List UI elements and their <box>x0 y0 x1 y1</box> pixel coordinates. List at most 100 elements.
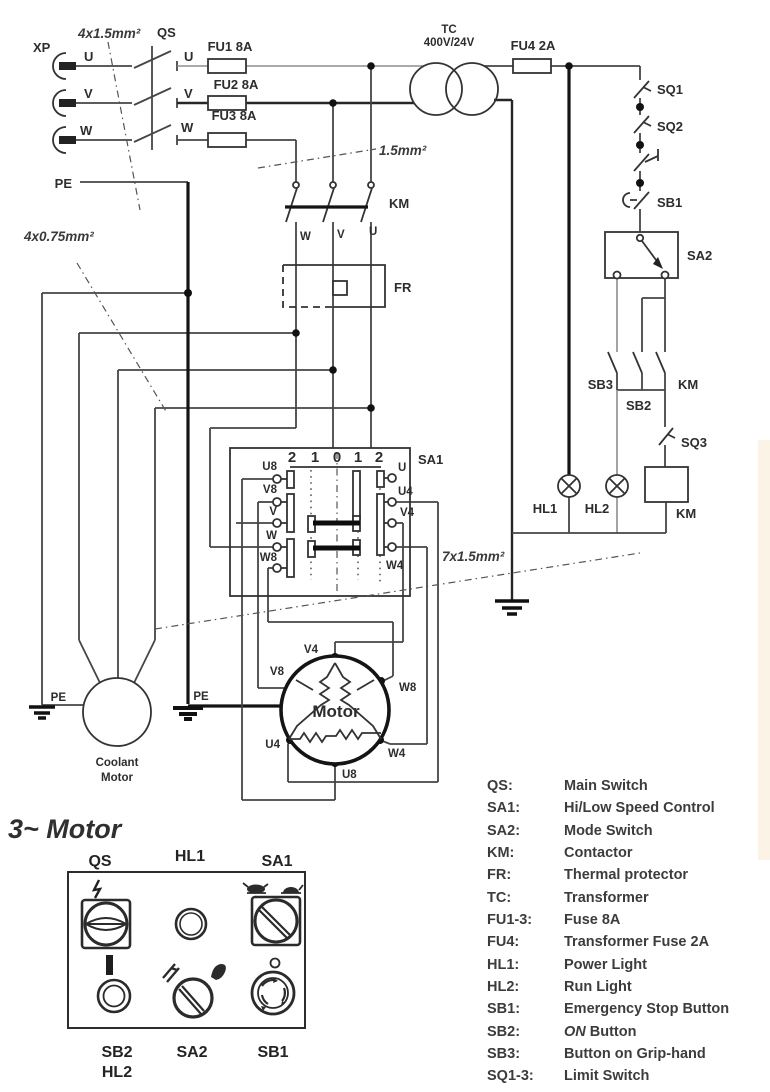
motor-term-u4: U4 <box>265 739 280 751</box>
panel-label-sa2: SA2 <box>176 1044 207 1061</box>
motor-term-u8: U8 <box>342 769 357 781</box>
label-qs: QS <box>157 25 176 40</box>
legend-desc: Limit Switch <box>564 1068 650 1085</box>
o-mark-icon <box>269 957 281 969</box>
motor-term-v4: V4 <box>304 644 319 656</box>
ground-control-icon <box>495 599 529 616</box>
km-phase-u: U <box>369 226 377 238</box>
legend-key: SA2: <box>487 822 521 839</box>
lamp-hl1 <box>557 474 581 498</box>
km-phase-w: W <box>300 231 311 243</box>
hand-icon <box>211 964 226 980</box>
rotate-arrows-icon <box>260 978 287 1005</box>
tortoise-icon <box>281 884 304 894</box>
legend-row: HL1:Power Light <box>487 954 767 976</box>
motor-name: Motor <box>312 702 360 721</box>
label-sq2: SQ2 <box>657 119 683 134</box>
label-sq3: SQ3 <box>681 435 707 450</box>
legend-key: HL2: <box>487 979 520 996</box>
lamp-hl2 <box>605 474 629 498</box>
panel-sa2-knob <box>162 963 226 1019</box>
sa1-pos-0: 0 <box>333 449 341 466</box>
label-u-fused: U <box>184 49 193 64</box>
junction-dots <box>184 62 644 767</box>
label-pe-motor: PE <box>193 691 209 703</box>
label-km-coil: KM <box>676 506 696 521</box>
label-hl1: HL1 <box>533 501 558 516</box>
transformer-tc <box>409 62 499 116</box>
main-motor-symbol <box>279 654 391 766</box>
panel-label-sb1: SB1 <box>257 1044 288 1061</box>
on-mark-icon <box>106 955 113 975</box>
legend-row: SB3:Button on Grip-hand <box>487 1043 767 1065</box>
label-tc-ratio: 400V/24V <box>424 37 475 49</box>
contactor-km-main <box>285 181 375 223</box>
label-pe-coolant: PE <box>51 692 67 704</box>
km-aux-contact <box>655 351 666 374</box>
coolant-motor-caption-2: Motor <box>101 772 133 784</box>
label-xp: XP <box>33 40 51 55</box>
legend-key: FU1-3: <box>487 912 533 929</box>
sa1-term-w8: W8 <box>260 552 278 564</box>
sa1-term-u4: U4 <box>398 486 413 498</box>
mode-switch-sa2 <box>604 231 679 280</box>
legend-row: FR:Thermal protector <box>487 864 767 886</box>
legend-row: SB2: ON Button <box>487 1021 767 1043</box>
cable-leaders <box>76 41 641 630</box>
section-title-motor: 3~ Motor <box>8 814 123 844</box>
panel-sb2-button <box>96 955 132 1014</box>
plug-u-icon <box>52 52 76 80</box>
legend-row: HL2: Run Light <box>487 976 767 998</box>
label-v-supply: V <box>84 86 93 101</box>
legend-key: SB2: <box>487 1023 521 1040</box>
label-sb3: SB3 <box>588 377 613 392</box>
sa1-term-v8: V8 <box>263 484 278 496</box>
legend-key: HL1: <box>487 956 520 973</box>
fuse-fu4 <box>512 58 552 74</box>
speed-switch-sa1 <box>229 447 411 597</box>
legend-desc: Hi/Low Speed Control <box>564 800 715 817</box>
sa1-pos-1r: 1 <box>354 449 362 466</box>
label-cable-4x075: 4x0.75mm² <box>23 229 94 244</box>
legend-row: FU4:Transformer Fuse 2A <box>487 931 767 953</box>
legend-desc: Transformer Fuse 2A <box>564 934 710 951</box>
legend-desc: Main Switch <box>564 778 648 794</box>
label-sb1: SB1 <box>657 195 682 210</box>
legend-desc: Run Light <box>564 979 632 996</box>
sa1-term-u8: U8 <box>262 461 277 473</box>
label-fu4: FU4 2A <box>511 38 556 53</box>
ground-coolant-icon <box>29 705 55 720</box>
panel-label-hl2: HL2 <box>102 1064 132 1081</box>
fuse-fu1 <box>207 58 247 74</box>
sa1-pos-2l: 2 <box>288 449 296 466</box>
panel-label-hl1: HL1 <box>175 848 205 865</box>
label-km-main: KM <box>389 196 409 211</box>
button-contact-sb2 <box>632 351 643 374</box>
panel-label-qs: QS <box>88 853 111 870</box>
wires <box>41 46 667 801</box>
panel-label-sa1: SA1 <box>261 853 292 870</box>
km-phase-v: V <box>337 229 345 241</box>
hare-icon <box>242 882 269 894</box>
label-pe-top: PE <box>55 176 73 191</box>
label-v-fused: V <box>184 86 193 101</box>
legend-key: SB1: <box>487 1001 521 1018</box>
legend-desc: Mode Switch <box>564 822 653 839</box>
legend-key: TC: <box>487 889 512 906</box>
fuse-fu2 <box>207 95 247 111</box>
coolant-motor-caption-1: Coolant <box>96 757 139 769</box>
label-cable-15: 1.5mm² <box>379 143 427 158</box>
sa1-term-w4: W4 <box>386 560 404 572</box>
limit-switch-sq1 <box>633 80 652 99</box>
legend-key: SA1: <box>487 800 521 817</box>
motor-term-v8: V8 <box>270 666 285 678</box>
label-cable-7x15: 7x1.5mm² <box>442 549 505 564</box>
label-sq1: SQ1 <box>657 82 683 97</box>
sa1-term-w: W <box>266 530 277 542</box>
panel-sb1-button <box>250 957 296 1016</box>
legend-em: ON <box>564 1023 586 1040</box>
label-fr: FR <box>394 280 412 295</box>
legend-desc: Button <box>585 1023 637 1040</box>
